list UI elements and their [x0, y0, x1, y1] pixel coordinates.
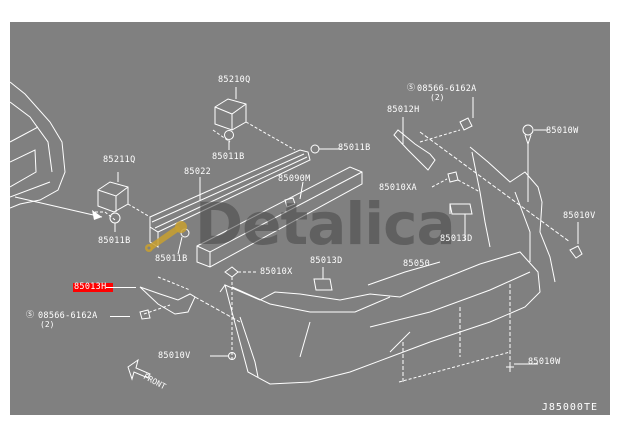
label-85210Q[interactable]: 85210Q	[218, 75, 251, 85]
leader-08566-left	[110, 316, 130, 317]
bumper-cover-85050	[219, 251, 541, 385]
label-85211Q[interactable]: 85211Q	[103, 155, 136, 165]
label-85013D-mid[interactable]: 85013D	[310, 256, 343, 266]
screw-s-icon: Ⓢ	[26, 310, 34, 319]
label-85010V-right[interactable]: 85010V	[563, 211, 596, 221]
label-85050[interactable]: 85050	[403, 259, 431, 269]
label-85013D-right[interactable]: 85013D	[440, 234, 473, 244]
arrow-line	[14, 196, 103, 218]
absorber-85090M	[196, 166, 363, 268]
side-bracket-right	[469, 146, 583, 283]
label-85010W-bottom[interactable]: 85010W	[528, 357, 561, 367]
label-08566-6162A-top[interactable]: 08566-6162A	[417, 84, 477, 94]
parts-diagram-panel: Detalica 85210Q 85011B 85011B 85211Q 850…	[10, 22, 610, 415]
label-08566-6162A-left[interactable]: 08566-6162A	[38, 311, 98, 321]
clip-85010X	[224, 266, 239, 278]
clip-85010V-right	[569, 245, 583, 259]
clip-85010W-top	[522, 124, 548, 202]
clip-85011B-mid	[310, 144, 320, 154]
bracket-85210Q	[212, 87, 296, 151]
label-qty-left: (2)	[40, 320, 55, 329]
wrench-icon	[145, 221, 187, 252]
clip-85010V-left	[228, 352, 236, 360]
bracket-85012H	[393, 97, 571, 243]
label-85010X[interactable]: 85010X	[260, 267, 293, 277]
front-arrow-icon	[127, 358, 151, 381]
label-85011B-lower[interactable]: 85011B	[155, 254, 188, 264]
bracket-85211Q	[95, 172, 151, 232]
label-85011B-mid[interactable]: 85011B	[338, 143, 371, 153]
label-85011B-left[interactable]: 85011B	[98, 236, 131, 246]
diagram-code: J85000TE	[541, 402, 598, 413]
label-85010V-left[interactable]: 85010V	[158, 351, 191, 361]
spacer-85013D-right	[449, 203, 473, 215]
bracket-85013H	[139, 276, 241, 323]
label-85090M[interactable]: 85090M	[278, 174, 311, 184]
label-85013H-highlighted[interactable]: 85013H	[73, 283, 113, 292]
label-85012H[interactable]: 85012H	[387, 105, 420, 115]
screw-s-icon: Ⓢ	[407, 83, 415, 92]
label-85010W-top[interactable]: 85010W	[546, 126, 579, 136]
label-85010XA[interactable]: 85010XA	[379, 183, 417, 193]
bumper-exploded-view	[10, 81, 583, 385]
clip-85010XA	[447, 171, 459, 183]
label-85011B-top[interactable]: 85011B	[212, 152, 245, 162]
label-85022[interactable]: 85022	[184, 167, 212, 177]
label-qty-top: (2)	[430, 93, 445, 102]
leader-85013H	[106, 287, 136, 288]
spacer-85013D-mid	[313, 278, 333, 291]
car-body-outline	[10, 81, 66, 209]
